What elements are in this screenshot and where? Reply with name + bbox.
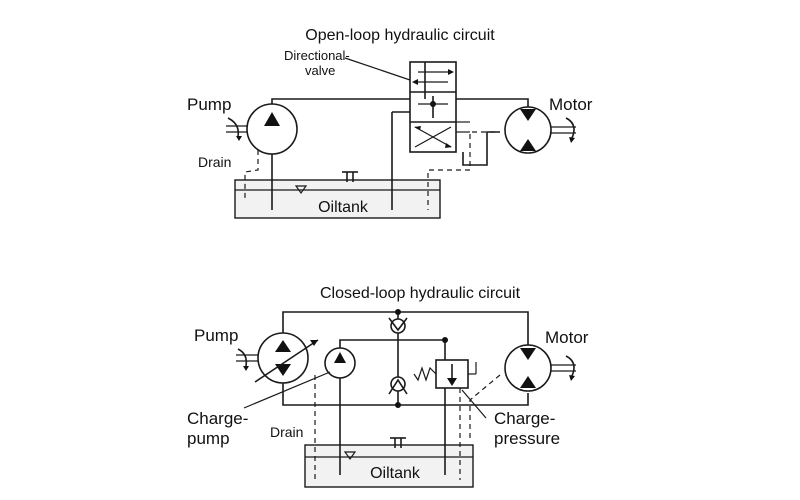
open-loop-valve-label-line2: valve [305, 63, 335, 78]
open-loop-circuit: Open-loop hydraulic circuit Oiltank Pump… [187, 27, 593, 219]
charge-pressure-label-line1: Charge- [494, 409, 555, 428]
closed-loop-fluid-level-icon [343, 451, 357, 461]
open-loop-directional-valve [409, 61, 470, 153]
open-loop-pump-label: Pump [187, 95, 231, 114]
open-loop-fluid-level-icon [294, 185, 308, 195]
charge-pump-symbol [324, 347, 356, 379]
open-loop-oiltank-label: Oiltank [318, 199, 369, 216]
open-loop-tank-vent-icon [342, 171, 358, 182]
charge-pump-label-line2: pump [187, 429, 230, 448]
closed-loop-motor-symbol [504, 344, 576, 392]
open-loop-title: Open-loop hydraulic circuit [305, 27, 495, 44]
closed-loop-title: Closed-loop hydraulic circuit [320, 285, 521, 302]
lower-check-valve [388, 360, 408, 408]
closed-loop-pump-symbol [236, 332, 319, 384]
open-loop-valve-label-line1: Directional- [284, 48, 350, 63]
closed-loop-circuit: Closed-loop hydraulic circuit Oiltank Pu… [187, 285, 589, 488]
open-loop-motor-label: Motor [549, 95, 593, 114]
upper-check-valve [388, 309, 408, 360]
open-loop-drain-label: Drain [198, 154, 231, 170]
open-loop-oiltank [234, 179, 441, 219]
open-loop-pump-symbol [226, 103, 298, 155]
closed-loop-pump-label: Pump [194, 326, 238, 345]
closed-loop-tank-vent-icon [390, 437, 406, 448]
open-loop-valve-leader [344, 57, 411, 81]
open-loop-motor-symbol [504, 106, 576, 154]
closed-loop-oiltank-label: Oiltank [370, 465, 421, 482]
charge-pump-label-line1: Charge- [187, 409, 248, 428]
closed-loop-motor-label: Motor [545, 328, 589, 347]
closed-loop-drain-label: Drain [270, 424, 303, 440]
charge-pressure-relief-valve [413, 337, 477, 389]
charge-pressure-label-line2: pressure [494, 429, 560, 448]
